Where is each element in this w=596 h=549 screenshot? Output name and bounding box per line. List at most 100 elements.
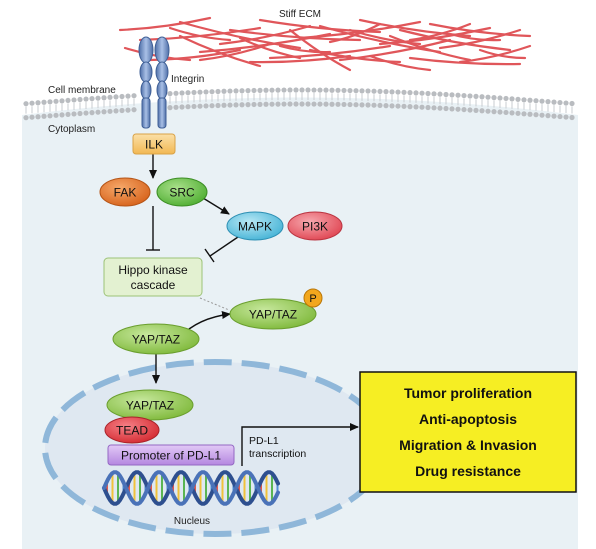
membrane-lipid-head: [65, 111, 71, 118]
membrane-lipid-head: [521, 97, 527, 103]
membrane-lipid-head: [287, 101, 293, 107]
membrane-lipid-head: [371, 88, 377, 94]
membrane-lipid-head: [551, 99, 557, 105]
membrane-lipid-head: [461, 92, 467, 99]
dotted-hippo-to-phospho: [199, 297, 230, 311]
pi3k-label: PI3K: [302, 220, 328, 234]
membrane-lipid-head: [419, 104, 425, 110]
promoter-label: Promoter of PD-L1: [121, 449, 221, 463]
pi3k-node: PI3K: [287, 211, 343, 241]
yap-taz-nuclear-node: YAP/TAZ: [106, 389, 194, 421]
membrane-lipid-head: [419, 90, 425, 96]
membrane-lipid-head: [287, 87, 293, 93]
membrane-lipid-head: [455, 92, 461, 98]
cytoplasm-label: Cytoplasm: [48, 124, 95, 135]
membrane-lipid-head: [113, 108, 119, 114]
ecm-fiber: [228, 28, 362, 42]
stiff-ecm-label: Stiff ECM: [279, 9, 321, 20]
membrane-lipid-head: [251, 101, 257, 108]
membrane-lipid-head: [449, 92, 455, 98]
membrane-lipid-head: [377, 102, 383, 109]
membrane-lipid-head: [371, 102, 377, 108]
membrane-lipid-head: [401, 89, 407, 95]
fak-node: FAK: [99, 177, 151, 207]
membrane-lipid-head: [341, 87, 347, 94]
membrane-lipid-head: [173, 90, 179, 96]
membrane-lipid-head: [89, 96, 95, 102]
membrane-lipid-head: [437, 105, 443, 111]
membrane-lipid-head: [23, 115, 29, 121]
ecm-fiber: [388, 34, 472, 62]
membrane-lipid-head: [491, 95, 497, 101]
membrane-lipid-head: [221, 88, 227, 94]
membrane-lipid-head: [95, 95, 101, 101]
cell-membrane: [23, 87, 575, 121]
pdl1-promoter-node: Promoter of PD-L1: [107, 444, 235, 466]
nucleus-label: Nucleus: [174, 516, 210, 527]
membrane-lipid-head: [293, 87, 299, 93]
membrane-lipid-head: [245, 101, 251, 108]
membrane-lipid-head: [557, 113, 563, 120]
membrane-lipid-head: [185, 104, 191, 110]
membrane-lipid-head: [473, 107, 479, 113]
membrane-lipid-head: [83, 96, 89, 102]
ecm-fiber: [398, 28, 512, 52]
membrane-lipid-head: [425, 104, 431, 111]
membrane-lipid-head: [317, 101, 323, 107]
mapk-node: MAPK: [226, 211, 284, 241]
membrane-lipid-head: [263, 101, 269, 107]
membrane-lipid-head: [413, 90, 419, 96]
membrane-lipid-head: [227, 88, 233, 94]
ecm-fiber: [248, 54, 352, 64]
membrane-lipid-head: [299, 101, 305, 107]
membrane-lipid-head: [491, 109, 497, 115]
membrane-lipid-head: [41, 113, 47, 119]
membrane-lipid-head: [353, 102, 359, 108]
phospho-yap-taz-label: YAP/TAZ: [249, 308, 297, 322]
hippo-kinase-cascade-node: Hippo kinase cascade: [103, 257, 203, 297]
membrane-lipid-head: [233, 102, 239, 108]
membrane-lipid-head: [359, 102, 365, 108]
membrane-lipid-head: [185, 90, 191, 96]
membrane-lipid-head: [527, 111, 533, 117]
membrane-lipid-head: [305, 101, 311, 107]
membrane-lipid-head: [461, 106, 467, 113]
membrane-lipid-head: [257, 87, 263, 93]
membrane-lipid-head: [347, 87, 353, 94]
membrane-lipid-head: [479, 108, 485, 114]
tead-label: TEAD: [116, 424, 148, 438]
membrane-lipid-head: [233, 88, 239, 94]
inhibit-mapk-hippo-bar: [204, 248, 215, 263]
membrane-lipid-head: [503, 109, 509, 116]
src-node: SRC: [156, 177, 208, 207]
membrane-lipid-head: [539, 98, 545, 104]
outcome-item: Drug resistance: [415, 463, 521, 479]
membrane-lipid-head: [101, 109, 107, 115]
membrane-lipid-head: [59, 112, 65, 118]
membrane-lipid-head: [407, 90, 413, 96]
membrane-lipid-head: [335, 101, 341, 107]
ecm-fiber: [178, 34, 262, 68]
membrane-lipid-head: [395, 89, 401, 95]
membrane-lipid-head: [227, 102, 233, 108]
membrane-lipid-head: [509, 110, 515, 116]
membrane-lipid-head: [383, 103, 389, 109]
membrane-lipid-head: [329, 87, 335, 93]
outcome-item: Anti-apoptosis: [419, 411, 517, 427]
membrane-lipid-head: [437, 91, 443, 97]
membrane-lipid-head: [311, 87, 317, 93]
membrane-lipid-head: [323, 87, 329, 93]
membrane-lipid-head: [569, 114, 575, 121]
membrane-lipid-head: [215, 102, 221, 109]
membrane-lipid-head: [191, 103, 197, 110]
membrane-lipid-head: [389, 103, 395, 109]
membrane-lipid-head: [35, 100, 41, 106]
membrane-lipid-head: [557, 99, 563, 106]
membrane-lipid-head: [59, 98, 65, 104]
ecm-fiber: [238, 36, 302, 60]
src-label: SRC: [169, 186, 195, 200]
membrane-lipid-head: [209, 103, 215, 109]
membrane-lipid-head: [119, 107, 125, 114]
membrane-lipid-head: [341, 101, 347, 108]
membrane-lipid-head: [443, 105, 449, 112]
